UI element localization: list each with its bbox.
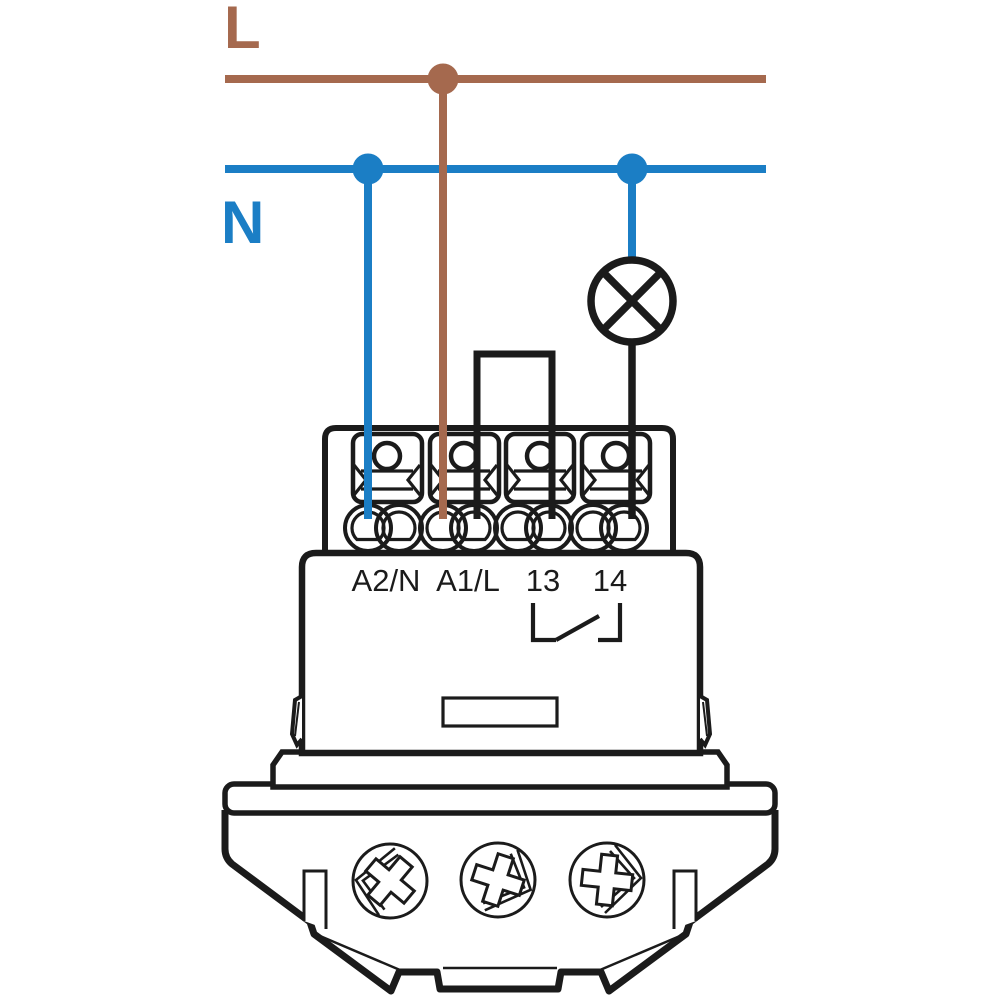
- neutral-label: N: [221, 189, 264, 256]
- neutral-wire: [225, 153, 766, 519]
- terminal-labels: A2/N A1/L 13 14: [352, 563, 628, 598]
- terminal-label-a2n: A2/N: [352, 563, 421, 598]
- mounting-claw-right: [698, 694, 713, 749]
- mounting-collar: [270, 749, 730, 790]
- junction-dot-neutral-left: [352, 153, 384, 185]
- lamp-icon: [587, 256, 677, 346]
- sensor-head-inner-edge-right: [599, 934, 681, 972]
- sensor-head-inner-edge-left: [319, 934, 401, 972]
- terminal-screw-icon: [371, 440, 403, 472]
- lamp-branch: [587, 256, 677, 519]
- terminal-label-14: 14: [593, 563, 627, 598]
- phase-wire: [225, 63, 766, 519]
- junction-dot-phase: [427, 63, 459, 95]
- fixing-tab-left: [302, 869, 328, 929]
- terminal-label-13: 13: [526, 563, 560, 598]
- jumper-wire-a1l-to-13: [473, 350, 556, 519]
- terminal-label-a1l: A1/L: [436, 563, 500, 598]
- relay-contact-icon: [530, 603, 623, 643]
- label-plate: [441, 696, 559, 728]
- wire-clamp-icon: [505, 464, 575, 496]
- phase-label: L: [224, 0, 261, 61]
- device-body: [298, 549, 704, 757]
- screw-icon-1: [351, 842, 429, 920]
- sensor-head: [221, 810, 779, 995]
- mounting-claw-left: [289, 694, 304, 749]
- screw-icon-2: [459, 841, 537, 919]
- fixing-tab-right: [672, 869, 698, 929]
- junction-dot-neutral-right: [616, 153, 648, 185]
- screw-icon-3: [568, 841, 646, 919]
